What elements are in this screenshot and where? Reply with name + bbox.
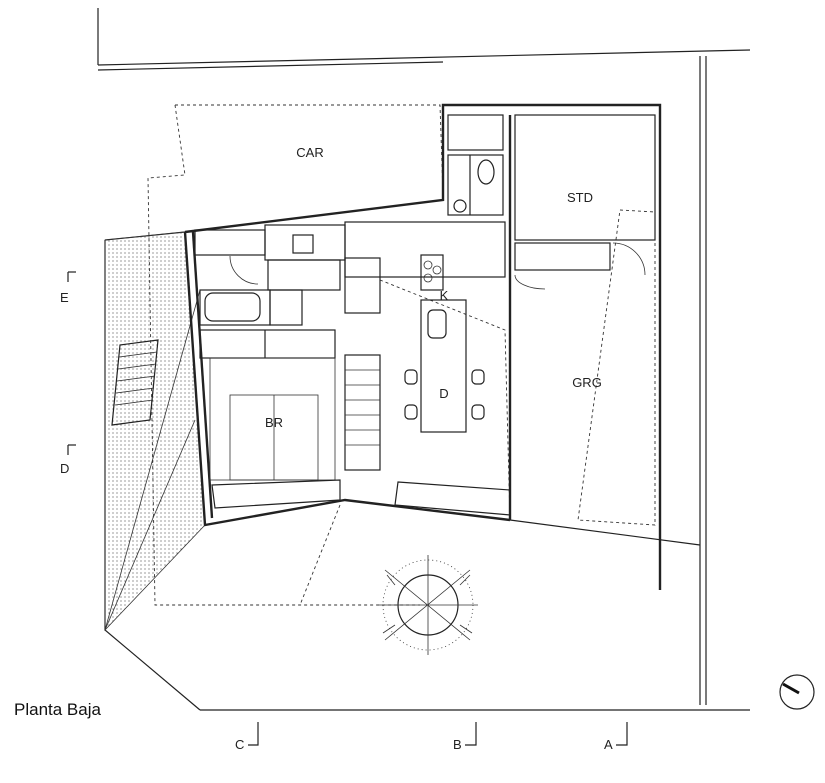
section-mark-e: E (60, 271, 76, 305)
svg-text:D: D (60, 461, 69, 476)
section-mark-c: C (235, 722, 259, 752)
section-mark-b: B (453, 722, 477, 752)
svg-text:E: E (60, 290, 69, 305)
roof-outline (147, 104, 656, 606)
room-label-garage: GRG (572, 375, 602, 390)
room-label-bedroom: BR (265, 415, 283, 430)
svg-text:A: A (604, 737, 613, 752)
outdoor-stairs (111, 339, 159, 426)
house-walls (183, 103, 701, 590)
section-mark-d: D (60, 444, 76, 476)
room-label-dining: D (439, 386, 448, 401)
room-label-kitchen: K (440, 288, 449, 303)
north-arrow-icon (779, 674, 815, 710)
svg-text:C: C (235, 737, 244, 752)
room-label-car: CAR (296, 145, 323, 160)
section-mark-a: A (604, 722, 628, 752)
tree-icon (378, 555, 478, 655)
svg-text:B: B (453, 737, 462, 752)
room-label-std: STD (567, 190, 593, 205)
plan-title: Planta Baja (14, 700, 101, 719)
